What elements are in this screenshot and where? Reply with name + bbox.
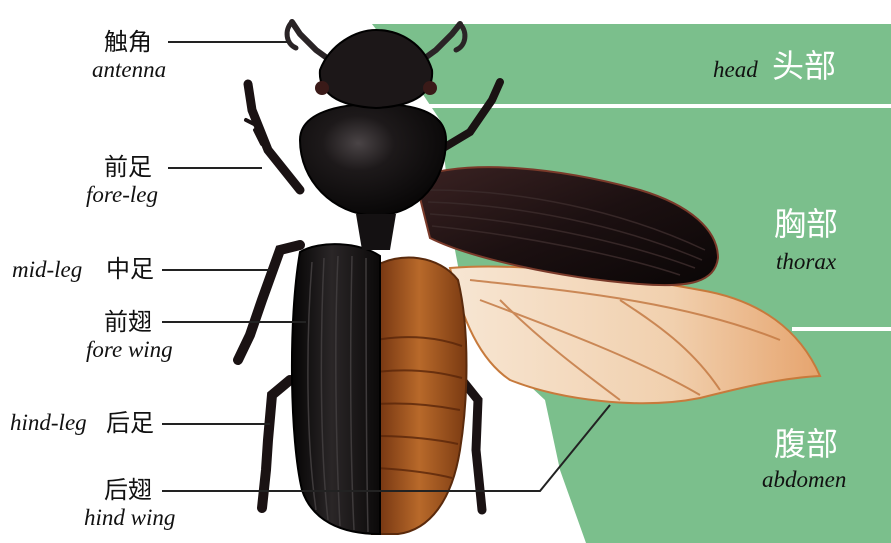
fore-wing-label-zh: 前翅 [104,310,152,334]
mid-leg-label-zh: 中足 [106,257,154,281]
antenna-label-zh: 触角 [104,30,152,54]
legs-left [238,84,300,508]
hind-wing-label-en: hind wing [84,506,175,529]
head-thorax-divider [426,104,891,108]
eye-right [423,81,437,95]
thorax-abdomen-divider [792,327,891,331]
abdomen-body [372,258,467,534]
fore-leg-label-en: fore-leg [86,183,158,206]
eye-left [315,81,329,95]
head-region-label-zh: 头部 [772,50,836,82]
fore-leg-label-zh: 前足 [104,155,152,179]
head-region-label-en: head [713,58,758,81]
hind-leg-label-en: hind-leg [10,411,87,434]
hind-leg-label-zh: 后足 [106,411,154,435]
thorax-region-label-zh: 胸部 [774,208,838,240]
thorax-region-label-en: thorax [776,250,836,273]
scutellum [356,214,396,250]
fore-wing-label-en: fore wing [86,338,173,361]
antenna-label-en: antenna [92,58,166,81]
mid-leg-label-en: mid-leg [12,258,82,281]
abdomen-region-label-en: abdomen [762,468,846,491]
abdomen-region-label-zh: 腹部 [774,428,838,460]
hind-wing-label-zh: 后翅 [104,478,152,502]
